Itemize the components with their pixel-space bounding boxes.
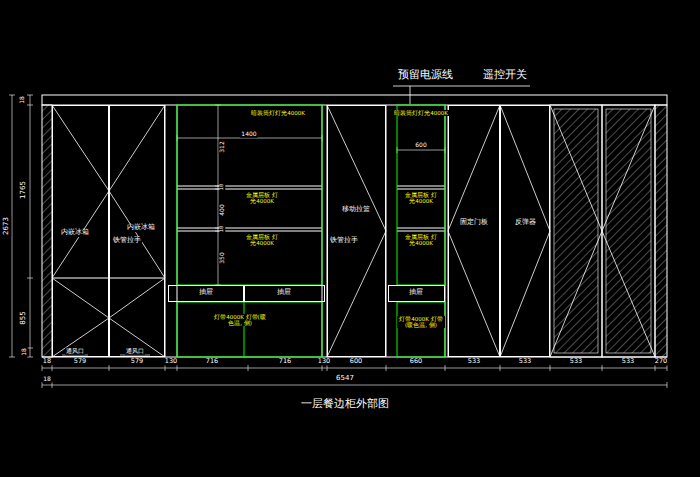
lighting-note: 金属层板 灯光4000K [404,234,438,246]
shelf-lines [397,186,445,231]
dimension-text: 579 [73,358,87,365]
lower-cabinet-frame [177,302,322,357]
dimension-text: 18 [42,376,52,383]
lighting-note: 灯带4000K 灯带(暖色温, 侧) [213,314,267,326]
dimension-text: 400 [219,203,226,216]
dimension-text: 270 [654,358,668,365]
dimension-text: 18 [42,358,52,365]
panel-label: 抽屉 [198,289,214,297]
lighting-note: 暗装筒灯灯光4000K [250,110,306,116]
panel-label: 移动拉篮 [341,206,371,214]
open-shelf-frame [177,105,322,285]
glass-door [550,105,602,357]
drawing-caption: 一层餐边柜外部图 [300,398,390,410]
door-panel: 固定门板 [448,105,500,357]
panel-label: 通风口 [125,348,145,355]
panel-label: 内嵌冰箱 [126,224,156,232]
leader-line [393,86,530,104]
dimension-text: 1400 [240,131,257,138]
glass-panel [606,109,651,353]
panel-label: 铁管拉手 [112,237,142,245]
dimension-text: 130 [164,358,178,365]
dimension-text: 18 [19,95,26,105]
lighting-note: 金属层板 灯光4000K [245,234,279,246]
vent-mark [62,355,150,356]
dimension-text: 18 [219,225,225,233]
annotation-text: 预留电源线 [397,69,454,81]
lighting-note: 暗装筒灯灯光4000K [393,110,449,116]
lower-cabinet-frame [397,302,445,357]
divider-lines [165,105,448,357]
drawer-front: 抽屉 [388,285,445,302]
dimension-text: 716 [278,358,292,365]
dimension-text: 533 [621,358,635,365]
door-swing-lines [550,105,655,357]
glass-door [602,105,655,357]
panel-label: 铁管拉手 [329,237,359,245]
dimension-text: 660 [409,358,423,365]
glass-panel [554,109,598,353]
dimension-text: 312 [219,140,226,153]
dimension-text: 533 [467,358,481,365]
panel-label: 抽屉 [408,289,424,297]
dimension-text: 600 [349,358,363,365]
dimension-text: 716 [205,358,219,365]
panel-label: 抽屉 [276,289,292,297]
shelf-lines [177,186,322,231]
lower-cabinet-divider [244,302,245,357]
dimension-text: 600 [414,142,427,149]
ceiling-band [42,95,667,105]
panel-label: 通风口 [65,348,85,355]
lighting-note: 金属层板 灯光4000K [245,192,279,204]
dimension-text: 1765 [20,180,28,200]
door-panel: 内嵌冰箱通风口 [52,105,109,357]
drawer-front: 抽屉 [244,285,325,302]
lighting-note: 金属层板 灯光4000K [404,192,438,204]
annotation-text: 遥控开关 [482,69,528,81]
door-panel: 移动拉篮铁管拉手 [327,105,386,357]
dimension-text: 18 [21,347,28,357]
open-shelf-frame [397,105,445,285]
panel-label: 固定门板 [459,219,489,227]
dimension-text: 855 [20,310,28,325]
door-swing-lines [52,105,165,357]
dimension-text: 350 [219,251,226,264]
door-swing-lines [327,105,550,357]
lighting-note: 灯带4000K 灯带(暖色温, 侧) [397,316,445,328]
dimension-text: 18 [219,183,225,191]
dimension-line [42,382,667,388]
dimension-text: 533 [569,358,583,365]
drawer-front: 抽屉 [168,285,244,302]
dimension-text: 579 [130,358,144,365]
right-wall [655,105,667,357]
door-panel: 反弹器 [500,105,550,357]
dimension-text: 130 [317,358,331,365]
dimension-line [42,365,667,371]
dimension-text: 6547 [335,375,355,383]
left-wall [42,105,52,357]
panel-label: 内嵌冰箱 [60,229,90,237]
panel-label: 反弹器 [514,219,537,227]
dimension-text: 2673 [3,216,11,236]
dimension-line [27,95,33,357]
door-panel: 铁管拉手 内嵌冰箱通风口 [109,105,165,357]
dimension-text: 533 [518,358,532,365]
